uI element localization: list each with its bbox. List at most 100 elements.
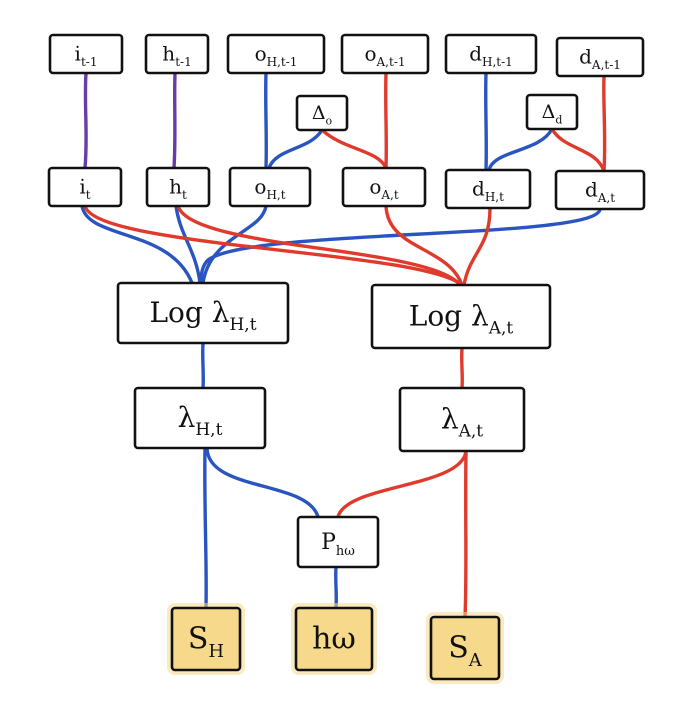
node-box [294, 606, 374, 672]
node-label: λH,t [178, 401, 223, 440]
node-label-base: o [369, 174, 381, 198]
node-label: Δd [542, 101, 563, 126]
node-label-sub: A,t-1 [591, 58, 621, 72]
node-label: SH [188, 622, 224, 662]
node-box [145, 166, 211, 208]
node-dA_t: dA,t [554, 169, 646, 211]
node-label-base: Log λ [149, 296, 229, 329]
edge-h_t-to-logLA [176, 204, 462, 287]
node-label: it-1 [75, 41, 98, 69]
node-label-base: d [469, 41, 482, 65]
edge-LA-to-SA [463, 449, 468, 619]
node-dA_prev: dA,t-1 [555, 36, 645, 78]
node-label-sub: A,t [458, 421, 484, 441]
node-label-base: hω [312, 622, 356, 657]
node-i_prev: it-1 [48, 33, 124, 75]
node-box [525, 93, 579, 131]
edge-delta_o-to-oA_t [320, 128, 388, 170]
node-label: oH,t-1 [255, 41, 298, 69]
node-box [170, 606, 242, 672]
node-h_t: ht [145, 166, 211, 208]
node-box [555, 36, 645, 78]
node-box [133, 386, 267, 450]
node-LH: λH,t [133, 386, 267, 450]
node-box [228, 166, 312, 208]
node-label-sub: t-1 [81, 55, 98, 69]
edge-LH-to-Phw [205, 446, 320, 519]
edge-delta_o-to-oH_t [267, 128, 324, 170]
node-label: ht [169, 174, 187, 202]
node-h_prev: ht-1 [144, 33, 210, 75]
node-box [340, 33, 430, 75]
node-box [444, 33, 538, 75]
node-label: dH,t-1 [469, 41, 513, 69]
edge-dA_prev-to-dA_t [602, 74, 607, 173]
node-label: oA,t-1 [364, 41, 405, 69]
node-label-sub: A,t-1 [376, 55, 406, 69]
node-dH_t: dH,t [444, 168, 532, 210]
node-box [226, 33, 326, 75]
node-label-base: S [448, 631, 469, 666]
edge-delta_d-to-dH_t [487, 127, 554, 172]
node-label-sub: H [208, 641, 224, 662]
node-box [48, 33, 124, 75]
node-label-base: i [75, 41, 81, 65]
node-label: Δo [312, 102, 333, 127]
node-Phw: Phω [296, 515, 380, 569]
node-label-sub: o [326, 114, 333, 127]
node-label: SA [448, 631, 483, 671]
node-SA: SA [426, 612, 504, 684]
node-label-sub: hω [336, 544, 355, 559]
node-LA: λA,t [398, 386, 526, 453]
edge-oA_t-to-logLA [384, 204, 464, 287]
node-label-sub: H,t [229, 315, 256, 335]
node-label-sub: H,t [266, 188, 285, 202]
node-delta_d: Δd [525, 93, 579, 131]
node-label-sub: H,t-1 [267, 55, 298, 69]
node-SH: SH [167, 603, 245, 675]
node-label: dA,t-1 [579, 44, 621, 72]
node-label: it [79, 174, 90, 202]
node-label: oH,t [254, 174, 285, 202]
node-label-base: o [254, 174, 266, 198]
node-label-sub: A [468, 650, 483, 671]
node-label: dH,t [472, 176, 504, 204]
node-label-base: Log λ [409, 299, 489, 332]
node-label-sub: A,t [597, 191, 615, 205]
node-label-base: d [579, 44, 592, 68]
edge-logLA-to-LA [460, 346, 464, 390]
edges-layer [80, 71, 607, 619]
node-oA_prev: oA,t-1 [340, 33, 430, 75]
edge-Phw-to-hw [334, 565, 338, 610]
node-delta_o: Δo [295, 94, 349, 132]
node-label-base: h [162, 41, 175, 65]
node-label-sub: t [182, 188, 187, 202]
edge-h_t-to-logLH [174, 204, 202, 285]
node-label-sub: t [86, 188, 91, 202]
node-i_t: it [47, 166, 123, 208]
node-oA_t: oA,t [341, 166, 427, 208]
node-label-sub: A,t [380, 188, 398, 202]
node-label-sub: A,t [488, 318, 514, 338]
node-label-base: o [255, 41, 267, 65]
node-box [370, 283, 552, 350]
node-label-base: Δ [542, 101, 556, 123]
node-logLH: Log λH,t [116, 281, 290, 345]
node-box [296, 515, 380, 569]
edge-LA-to-Phw [336, 449, 468, 519]
edge-LH-to-SH [203, 446, 208, 610]
edge-oH_prev-to-oH_t [264, 71, 268, 170]
edge-dH_t-to-logLA [462, 206, 492, 287]
edge-dH_prev-to-dH_t [484, 71, 488, 172]
node-label-base: S [188, 622, 209, 657]
node-label: hω [312, 622, 356, 657]
node-oH_t: oH,t [228, 166, 312, 208]
node-dH_prev: dH,t-1 [444, 33, 538, 75]
node-box [116, 281, 290, 345]
node-label-base: P [321, 530, 336, 555]
node-label-sub: H,t-1 [482, 55, 513, 69]
node-label-base: Δ [312, 102, 326, 124]
edge-oA_prev-to-oA_t [384, 71, 388, 170]
node-label-base: λ [178, 401, 196, 434]
